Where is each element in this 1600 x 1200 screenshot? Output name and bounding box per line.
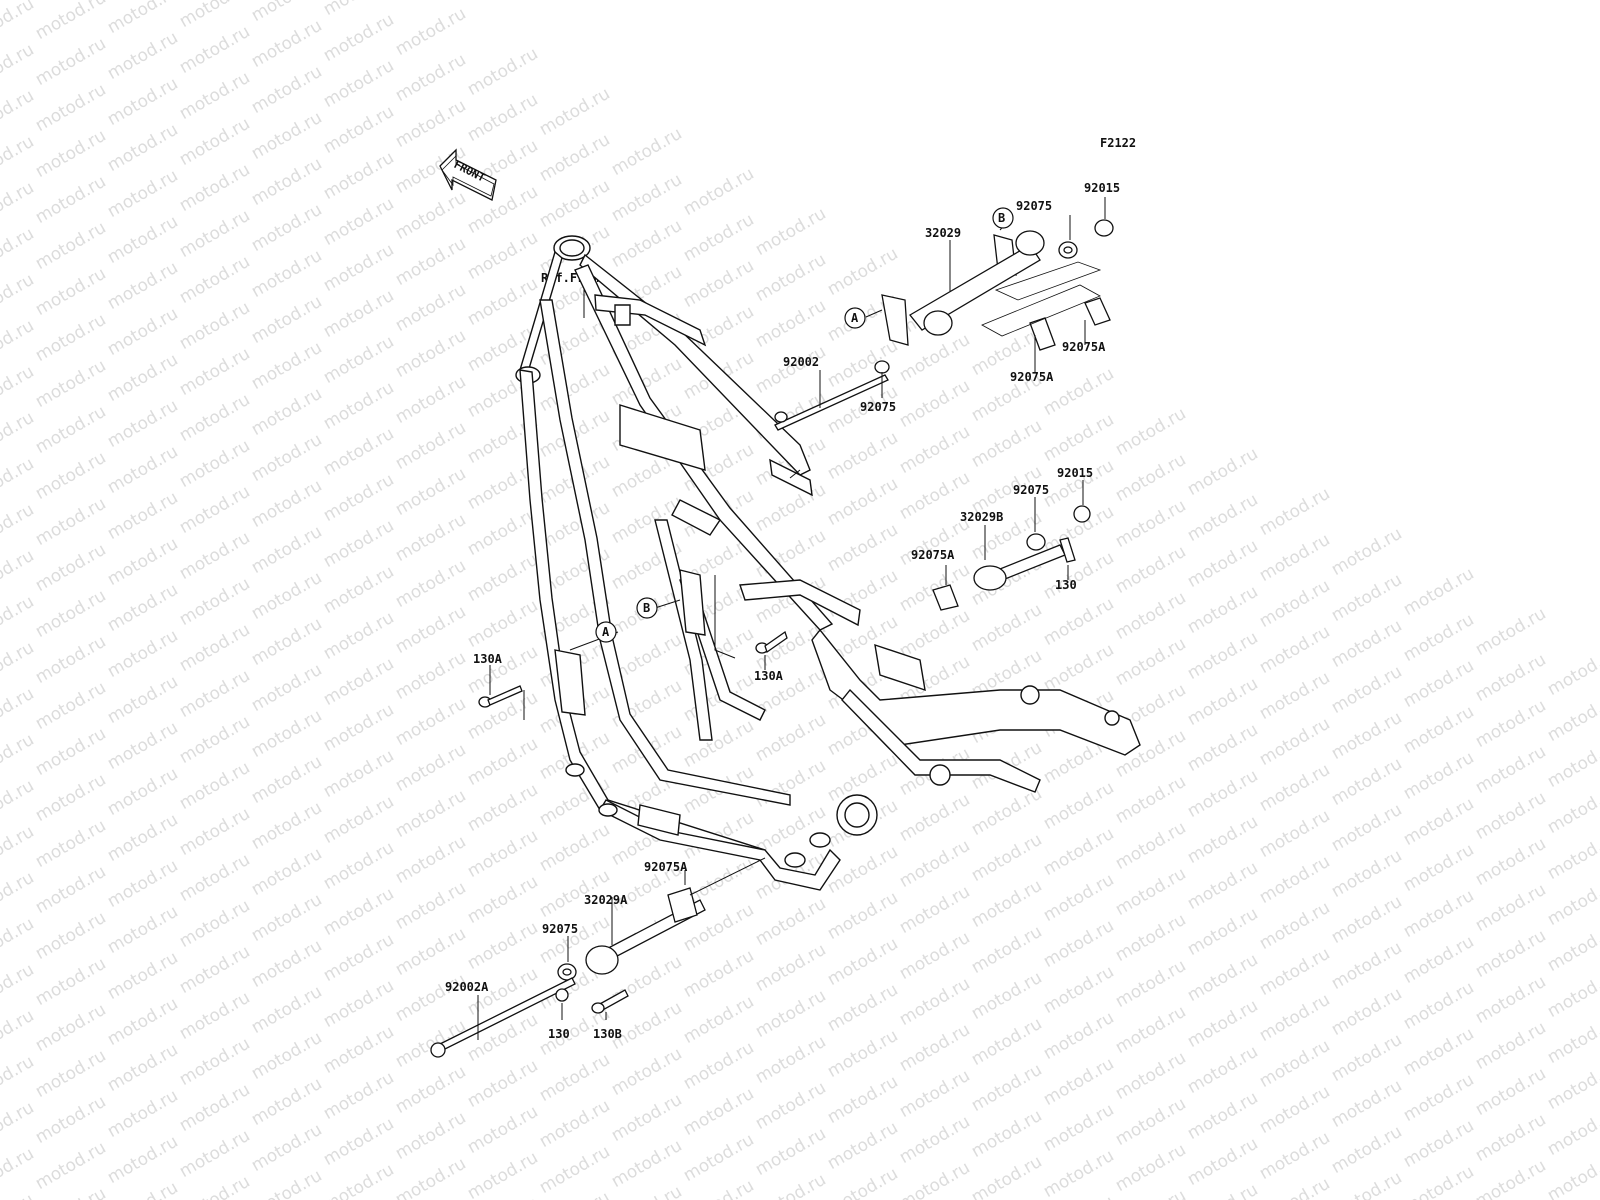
figure-code: F2122 <box>1100 136 1136 150</box>
callout-130b: 130B <box>593 1027 622 1041</box>
callout-92002a: 92002A <box>445 980 489 994</box>
callout-130a-center: 130A <box>754 669 784 683</box>
marker-b-frame: B <box>636 597 658 619</box>
svg-text:A: A <box>602 625 610 639</box>
callout-130a-left: 130A <box>473 652 503 666</box>
lower-mount-assembly <box>430 630 788 1058</box>
callout-92002: 92002 <box>783 355 819 369</box>
callout-92015-mid: 92015 <box>1057 466 1093 480</box>
marker-a-frame: A <box>595 621 617 643</box>
callout-130-low: 130 <box>548 1027 570 1041</box>
marker-a-top: A <box>844 307 866 329</box>
leader-lines <box>477 197 1106 1040</box>
callout-32029: 32029 <box>925 226 961 240</box>
callout-92075a-low: 92075A <box>644 860 688 874</box>
svg-text:B: B <box>998 211 1005 225</box>
svg-text:A: A <box>851 311 859 325</box>
callout-92075-low: 92075 <box>542 922 578 936</box>
bracket-a-frame <box>554 649 586 716</box>
front-arrow-icon: FRONT <box>439 148 497 201</box>
callout-92015-top: 92015 <box>1084 181 1120 195</box>
callout-92075a-right1b: 92075A <box>1010 370 1054 384</box>
callout-92075-mid2: 92075 <box>1013 483 1049 497</box>
upper-mount-assembly <box>774 219 1114 431</box>
middle-mount-assembly <box>932 505 1091 611</box>
callout-92075a-right2: 92075A <box>1062 340 1106 354</box>
marker-b-top: B <box>992 207 1014 229</box>
callout-92075a-mid: 92075A <box>911 548 955 562</box>
bracket-b-frame <box>679 569 706 636</box>
svg-text:B: B <box>643 601 650 615</box>
callout-92075-top: 92075 <box>1016 199 1052 213</box>
callout-32029b: 32029B <box>960 510 1003 524</box>
callout-92075-mid: 92075 <box>860 400 896 414</box>
callout-32029a: 32029A <box>584 893 628 907</box>
motorcycle-frame <box>515 235 1141 891</box>
callout-130-mid: 130 <box>1055 578 1077 592</box>
